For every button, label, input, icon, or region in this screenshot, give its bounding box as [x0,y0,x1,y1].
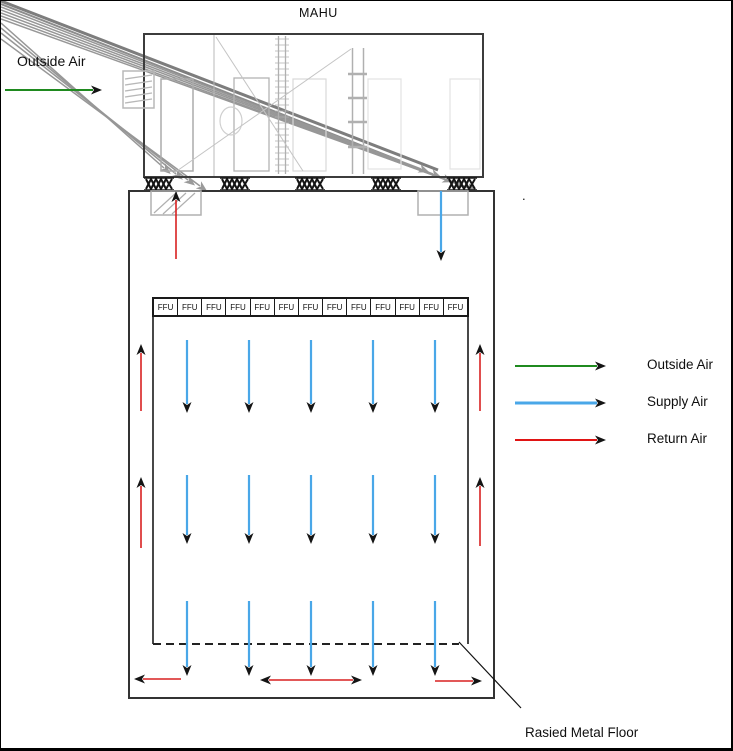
ffu-unit: FFU [370,299,394,315]
ffu-unit: FFU [177,299,201,315]
legend-label-return-air: Return Air [647,431,708,446]
ffu-unit: FFU [157,302,174,312]
ffu-unit: FFU [346,299,370,315]
leader-fan-lines [1,1,478,192]
ffu-unit: FFU [442,299,467,315]
legend-arrows [515,361,606,445]
ffu-unit: FFU [201,299,225,315]
vibration-springs [144,176,477,192]
mahu-internal-sections [160,36,481,174]
raised-floor-leader-line [458,641,522,709]
supply-duct-connection [417,190,469,216]
mahu-unit-box [122,33,484,178]
return-air-arrows [134,191,485,686]
ffu-unit: FFU [225,299,249,315]
stray-dot: . [522,188,526,203]
outside-air-inlet-label: Outside Air [17,53,86,69]
ffu-unit: FFU [273,299,298,315]
intake-louver [122,70,155,109]
ffu-unit: FFU [418,299,443,315]
legend-label-supply-air: Supply Air [647,394,708,409]
mahu-title: MAHU [299,6,338,20]
cleanroom-box [128,190,522,709]
ffu-unit: FFU [394,299,419,315]
raised-floor-label: Rasied Metal Floor [525,725,639,740]
ffu-unit: FFU [297,299,322,315]
ffu-unit: FFU [322,299,346,315]
legend-label-outside-air: Outside Air [647,357,714,372]
ffu-unit: FFU [249,299,274,315]
supply-air-arrows [182,191,446,676]
ffu-ceiling-row: FFU FFU FFU FFU FFU FFU FFU FFU FFU FFU … [152,297,469,317]
